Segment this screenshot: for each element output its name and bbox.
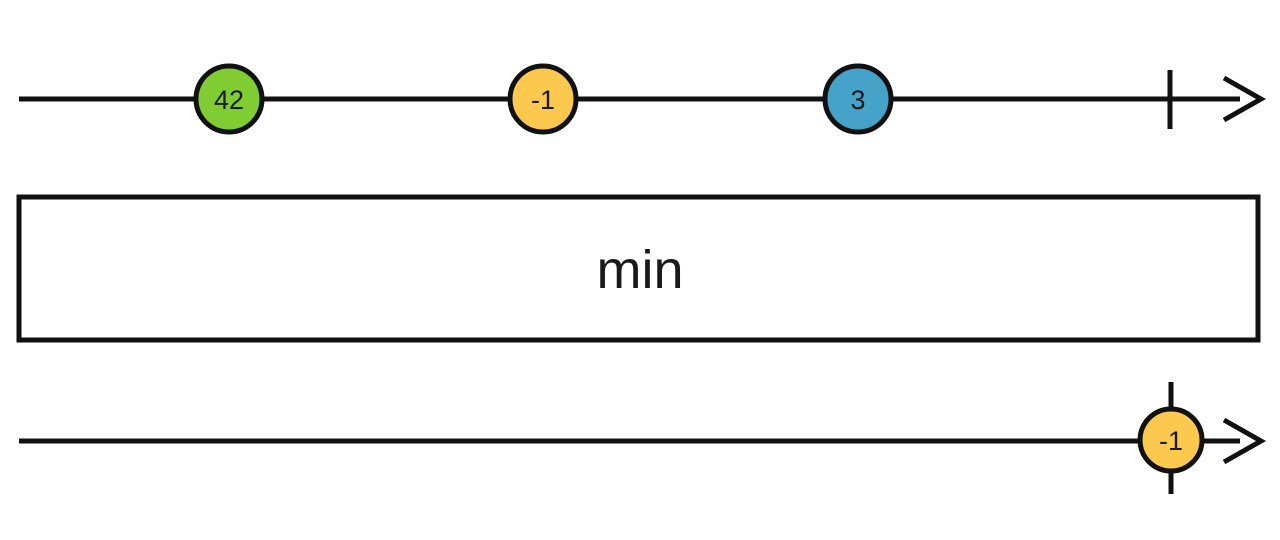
input-node-42[interactable]: 42 — [193, 63, 265, 135]
input-node-3-circle — [822, 63, 894, 135]
input-list-group: 42 -1 3 — [19, 63, 1267, 135]
operation-box-rect[interactable] — [16, 194, 1261, 343]
output-list-arrow-icon — [1222, 417, 1267, 465]
input-node-42-circle — [193, 63, 265, 135]
input-list-arrow-icon — [1222, 75, 1267, 123]
operation-box-group[interactable]: min — [16, 194, 1261, 343]
output-list-group: -1 — [19, 382, 1267, 494]
input-node-3[interactable]: 3 — [822, 63, 894, 135]
input-node-neg1[interactable]: -1 — [507, 63, 579, 135]
input-node-neg1-circle — [507, 63, 579, 135]
output-node-neg1[interactable]: -1 — [1137, 406, 1205, 474]
output-node-neg1-circle — [1137, 406, 1205, 474]
